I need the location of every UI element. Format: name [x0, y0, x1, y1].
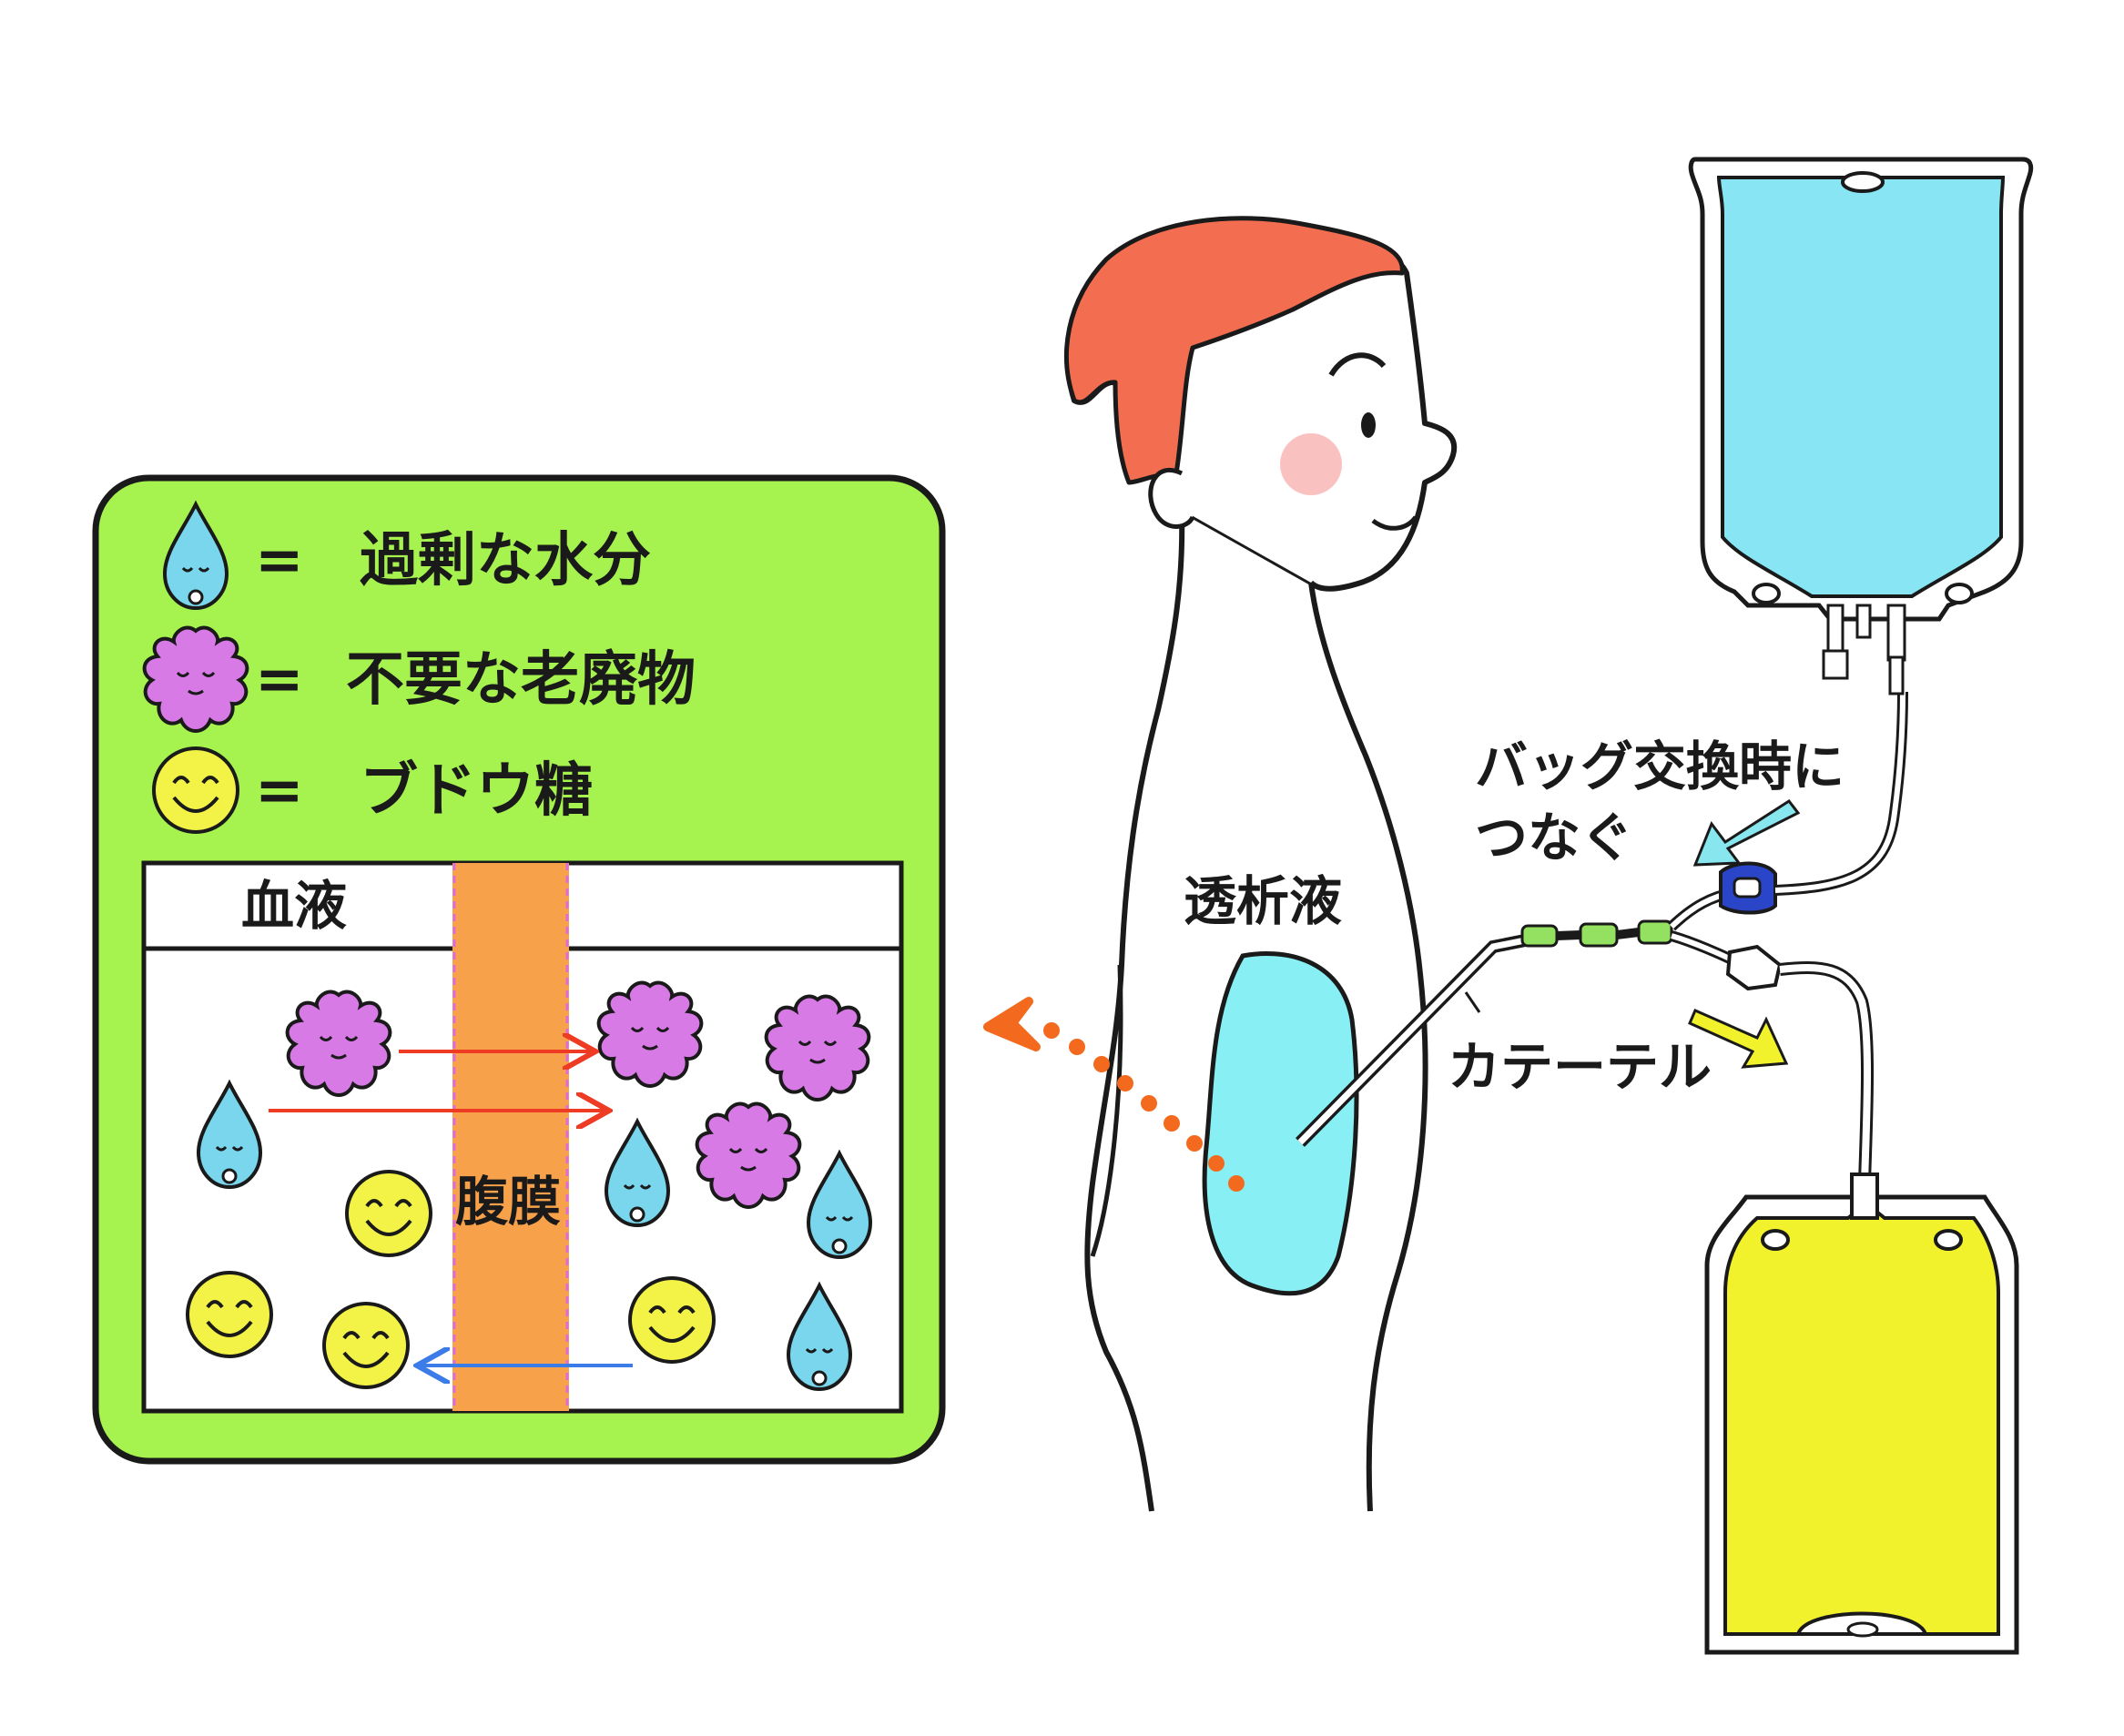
exchange-diagram: 血液 腹膜 [141, 860, 904, 1414]
legend-waste-equals: = [255, 646, 304, 714]
legend-glucose-equals: = [255, 757, 304, 825]
legend-water-label: 過剰な水分 [360, 527, 651, 594]
connect-indicator-arrow [1692, 798, 1801, 867]
legend-row-waste: = 不要な老廃物 [142, 625, 696, 733]
dialysate-waste-particle [695, 1101, 802, 1209]
waste-particle-icon [142, 625, 249, 733]
magnify-pointer-arrow [983, 997, 1245, 1192]
patient-smile [1371, 515, 1418, 531]
patient-figure: 透析液 [983, 216, 1458, 1512]
catheter-label: カテーテル [1448, 1036, 1712, 1098]
patient-eyebrow [1328, 352, 1387, 377]
dialysate-waste-particle [596, 980, 704, 1088]
abdomen-dialysate [1202, 951, 1359, 1296]
patient-hair [1064, 216, 1405, 485]
blood-glucose [186, 1271, 273, 1358]
connect-label-line2: つなぐ [1475, 807, 1633, 868]
peritoneum-membrane [452, 863, 569, 1411]
blood-label: 血液 [241, 875, 347, 937]
connect-label-line1: バッグ交換時に [1475, 736, 1845, 797]
catheter-connector [1520, 924, 1559, 948]
drain-indicator-arrow [1688, 1009, 1789, 1069]
legend-glucose-label: ブドウ糖 [360, 757, 593, 825]
drain-bag [1704, 1173, 2019, 1655]
dialysate-waste-particle [764, 994, 871, 1101]
patient-cheek [1280, 433, 1342, 495]
dialysate-glucose [628, 1276, 716, 1364]
explanation-panel: = 過剰な水分 = 不要な老廃物 = ブドウ糖 血液 腹膜 [92, 474, 946, 1465]
membrane-label: 腹膜 [455, 1171, 561, 1233]
catheter-connector [1579, 922, 1619, 948]
y-connector [1637, 919, 1673, 945]
blood-glucose [345, 1170, 432, 1257]
drain-clamp [1725, 944, 1783, 991]
legend-row-water: = 過剰な水分 [163, 503, 651, 610]
blood-glucose [322, 1302, 410, 1389]
dialysate-supply-bag [1688, 157, 2034, 695]
blood-waste-particle [285, 990, 392, 1097]
patient-ear [1148, 467, 1195, 529]
smiley-glucose-icon [152, 746, 239, 834]
dialysate-label: 透析液 [1184, 870, 1342, 932]
legend-water-equals: = [255, 527, 304, 594]
legend-waste-label: 不要な老廃物 [346, 646, 696, 714]
patient-eye [1361, 412, 1376, 438]
catheter-system [1296, 691, 1908, 1184]
legend-row-glucose: = ブドウ糖 [152, 746, 593, 834]
